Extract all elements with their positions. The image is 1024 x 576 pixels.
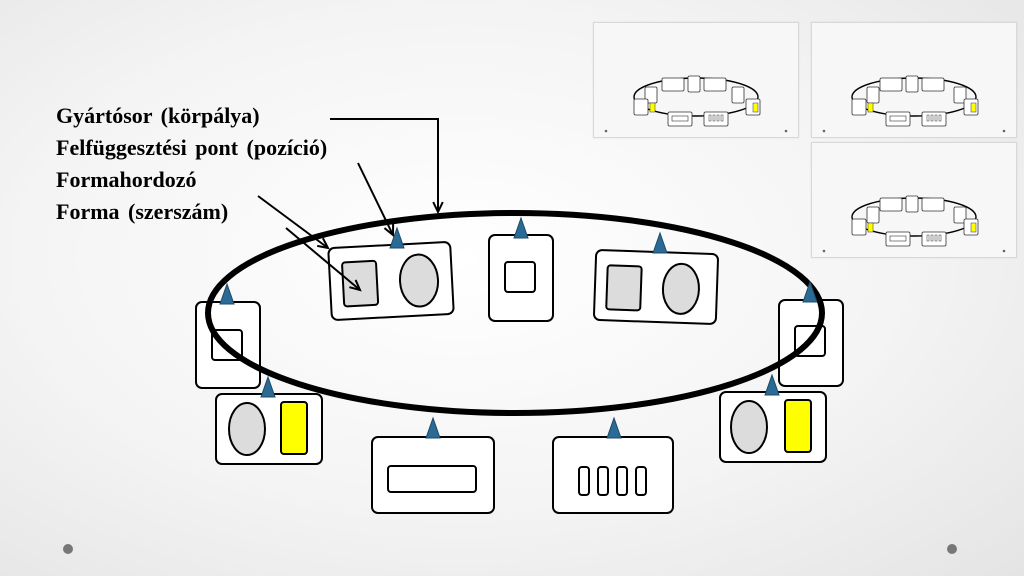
carrier-top-2: [488, 234, 554, 322]
hanging-point: [260, 375, 276, 398]
hanging-point: [389, 226, 405, 249]
hanging-point: [764, 373, 780, 396]
previous-slide-dot[interactable]: [63, 544, 73, 554]
legend-mold-carrier: Formahordozó: [56, 167, 197, 192]
hanging-point: [606, 416, 622, 439]
mold: [605, 264, 643, 312]
carrier-lower-left: [215, 393, 323, 465]
mold: [228, 402, 266, 456]
hanging-point: [652, 231, 668, 254]
mold: [398, 253, 440, 308]
mold: [504, 261, 536, 293]
carrier-top-1: [327, 241, 455, 321]
carrier-lower-right: [719, 391, 827, 463]
hanging-point: [219, 282, 235, 305]
production-line-track: [205, 210, 825, 416]
carrier-top-3: [593, 249, 719, 325]
carrier-bottom-2: [552, 436, 674, 514]
pointer-hanging-point: [357, 162, 395, 238]
pointer-mold: [285, 227, 362, 292]
mold: [341, 259, 380, 308]
hanging-point: [425, 416, 441, 439]
pointer-mold-carrier: [257, 195, 330, 250]
slide-preview-diagram: [604, 75, 788, 133]
slide-preview-diagram: [822, 195, 1006, 253]
mold: [730, 400, 768, 454]
mold: [784, 399, 812, 453]
mold: [280, 401, 308, 455]
legend-mold: Forma (szerszám): [56, 199, 229, 224]
mold: [616, 466, 628, 496]
mold: [661, 262, 700, 315]
hanging-point: [513, 216, 529, 239]
next-slide-dot[interactable]: [947, 544, 957, 554]
slide-preview-2[interactable]: [811, 22, 1017, 138]
legend: Gyártósor (körpálya) Felfüggesztési pont…: [56, 100, 327, 228]
hanging-point: [802, 280, 818, 303]
mold-carrier-frame: [552, 436, 674, 514]
mold: [635, 466, 647, 496]
carrier-bottom-1: [371, 436, 495, 514]
mold: [387, 465, 477, 493]
pointer-production-line: [330, 118, 444, 215]
legend-production-line: Gyártósor (körpálya): [56, 103, 260, 128]
legend-hanging-point: Felfüggesztési pont (pozíció): [56, 135, 328, 160]
mold: [597, 466, 609, 496]
slide-preview-diagram: [822, 75, 1006, 133]
slide-preview-3[interactable]: [811, 142, 1017, 258]
slide-preview-1[interactable]: [593, 22, 799, 138]
mold: [578, 466, 590, 496]
